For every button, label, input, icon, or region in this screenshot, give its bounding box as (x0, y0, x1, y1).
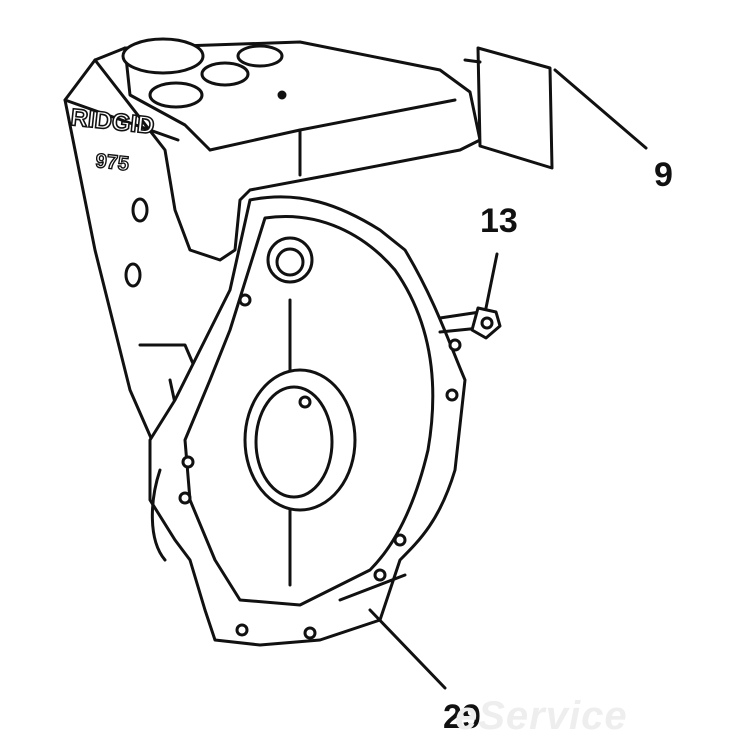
housing-frame (63, 37, 482, 522)
cover-plate-part-29 (148, 195, 467, 690)
callout-29: 29 (443, 698, 481, 736)
model-emboss-text: 975 (94, 150, 129, 175)
callout-9: 9 (654, 156, 673, 194)
watermark: eService (455, 694, 628, 738)
gasket-part-9 (463, 46, 648, 170)
screw-part-13 (438, 252, 502, 340)
callout-13: 13 (480, 202, 518, 240)
